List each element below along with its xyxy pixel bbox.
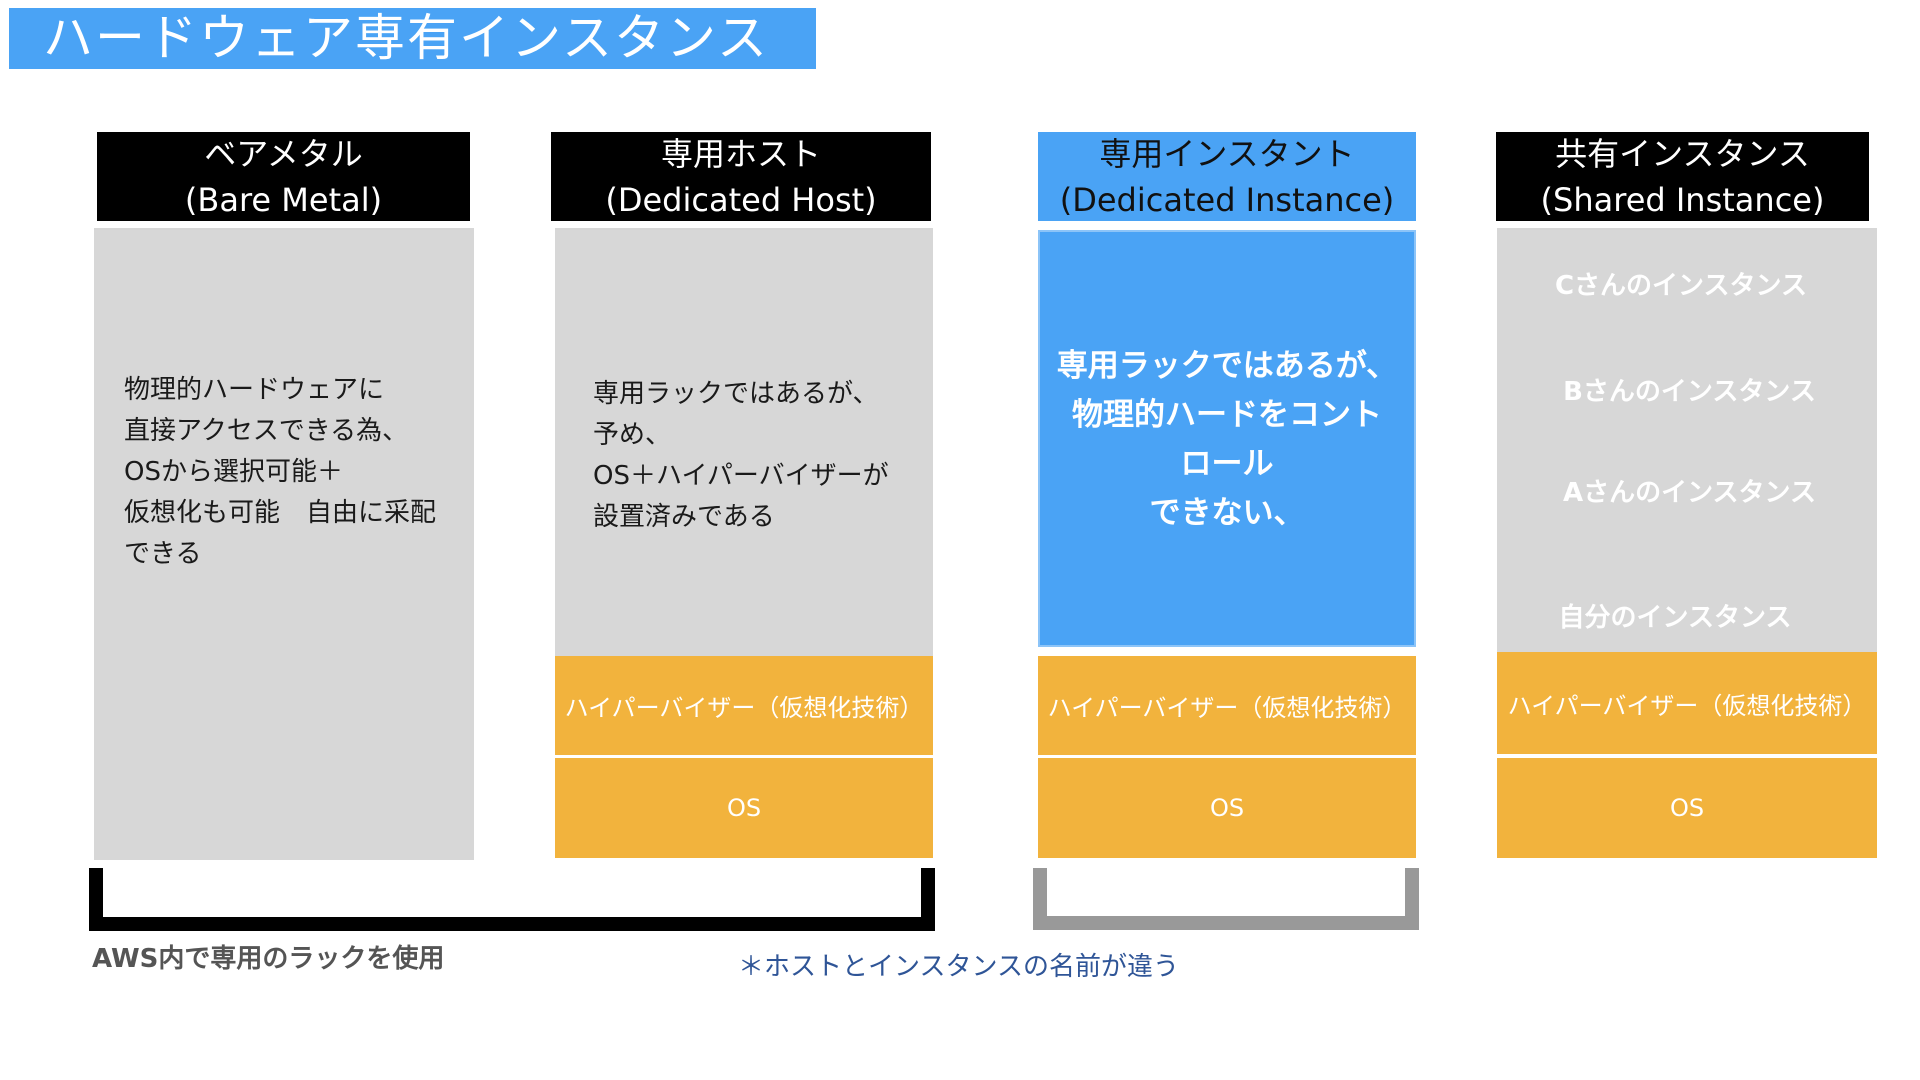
dedicated-host-os: OS <box>555 758 933 858</box>
dedicated-instance-desc-line: できない、 <box>1149 495 1305 531</box>
dedicated-host-desc-line: 設置済みである <box>593 502 775 532</box>
header-dedicated-instance: 専用インスタント (Dedicated Instance) <box>1038 132 1416 221</box>
dedicated-instance-os: OS <box>1038 758 1416 858</box>
dedicated-host-desc-line: 予め、 <box>593 420 672 450</box>
dedicated-instance-desc-line: 専用ラックではあるが、 <box>1056 348 1398 384</box>
instance-b: Bさんのインスタンス <box>1563 377 1816 407</box>
dedicated-instance-hypervisor: ハイパーバイザー（仮想化技術） <box>1038 656 1416 755</box>
dedicated-instance-desc-line: 物理的ハードをコント <box>1072 397 1382 433</box>
dedicated-instance-bracket <box>1033 868 1419 930</box>
header-dedicated-host-ja: 専用ホスト <box>660 134 821 173</box>
bare-metal-desc-line: 物理的ハードウェアに <box>124 375 385 405</box>
bare-metal-description: 物理的ハードウェアに 直接アクセスできる為、 OSから選択可能＋ 仮想化も可能 … <box>124 370 436 575</box>
bare-metal-desc-line: OSから選択可能＋ <box>124 457 343 487</box>
bare-metal-desc-line: できる <box>124 539 202 569</box>
instance-self: 自分のインスタンス <box>1558 603 1792 633</box>
dedicated-instance-block <box>1038 230 1416 647</box>
header-bare-metal: ベアメタル (Bare Metal) <box>97 132 470 221</box>
bare-metal-desc-line: 仮想化も可能 自由に采配 <box>124 498 437 528</box>
dedicated-host-hypervisor: ハイパーバイザー（仮想化技術） <box>555 656 933 755</box>
dedicated-instance-desc-line: ロール <box>1180 446 1274 482</box>
dedicated-host-description: 専用ラックではあるが、 予め、 OS＋ハイパーバイザーが 設置済みである <box>593 374 889 538</box>
header-dedicated-host-en: (Dedicated Host) <box>605 180 877 219</box>
header-bare-metal-en: (Bare Metal) <box>184 180 383 219</box>
header-dedicated-instance-ja: 専用インスタント <box>1099 134 1355 173</box>
header-bare-metal-ja: ベアメタル <box>204 134 363 173</box>
instance-a: Aさんのインスタンス <box>1562 478 1817 508</box>
dedicated-host-desc-line: OS＋ハイパーバイザーが <box>593 461 889 491</box>
dedicated-rack-bracket <box>89 868 935 931</box>
header-dedicated-host: 専用ホスト (Dedicated Host) <box>551 132 931 221</box>
shared-instance-block <box>1497 228 1877 652</box>
dedicated-host-desc-line: 専用ラックではあるが、 <box>593 379 879 409</box>
header-shared-instance: 共有インスタンス (Shared Instance) <box>1496 132 1869 221</box>
header-dedicated-instance-en: (Dedicated Instance) <box>1059 180 1395 219</box>
header-shared-instance-ja: 共有インスタンス <box>1555 134 1810 173</box>
shared-instance-hypervisor: ハイパーバイザー（仮想化技術） <box>1497 652 1877 754</box>
bare-metal-block <box>94 228 474 860</box>
page-title: ハードウェア専有インスタンス <box>9 8 816 69</box>
dedicated-instance-description: 専用ラックではあるが、 物理的ハードをコント ロール できない、 <box>1038 342 1416 538</box>
dedicated-rack-caption: AWS内で専用のラックを使用 <box>92 944 445 974</box>
naming-note: ＊ホストとインスタンスの名前が違う <box>738 952 1179 982</box>
instance-c: Cさんのインスタンス <box>1554 271 1808 301</box>
header-shared-instance-en: (Shared Instance) <box>1540 180 1825 219</box>
dedicated-host-block <box>555 228 933 656</box>
shared-instance-os: OS <box>1497 758 1877 858</box>
bare-metal-desc-line: 直接アクセスできる為、 <box>124 416 409 446</box>
